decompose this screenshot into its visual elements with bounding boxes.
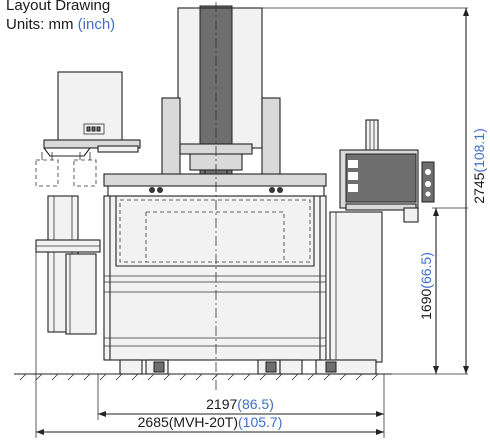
floor-hatch [35, 373, 43, 381]
floor-hatch [243, 373, 251, 381]
units-mm: Units: mm [6, 16, 78, 33]
left-side-unit [35, 71, 141, 335]
floor-hatch [147, 373, 155, 381]
floor-hatch [211, 373, 219, 381]
floor-hatch [67, 373, 75, 381]
units-label: Units: mm (inch) [6, 16, 115, 33]
floor-hatch [195, 373, 203, 381]
floor-hatch [323, 373, 331, 381]
control-cabinet [315, 119, 435, 375]
floor-hatch [355, 373, 363, 381]
drawing-title: Layout Drawing [6, 0, 111, 14]
units-inch: (inch) [77, 16, 116, 33]
floor-hatch [259, 373, 267, 381]
floor-hatch [163, 373, 171, 381]
dim-width-total-label: 2685(MVH-20T)(105.7) [138, 414, 283, 430]
column-head [161, 5, 281, 185]
floor-hatch [131, 373, 139, 381]
floor-hatch [19, 373, 27, 381]
floor-hatch [115, 373, 123, 381]
floor-hatch [83, 373, 91, 381]
dim-width-inner-label: 2197(86.5) [206, 396, 274, 412]
floor-hatch [339, 373, 347, 381]
floor-hatch [371, 373, 379, 381]
dim-height-body-label: 1690(66.5) [418, 252, 434, 320]
floor-hatch [291, 373, 299, 381]
floor-hatch [275, 373, 283, 381]
floor-hatch [51, 373, 59, 381]
floor-hatch [179, 373, 187, 381]
floor-hatch [99, 373, 107, 381]
floor-line [14, 373, 392, 381]
dim-height-total-label: 2745(108.1) [471, 128, 487, 204]
floor-hatch [227, 373, 235, 381]
floor-hatch [307, 373, 315, 381]
machine-body [103, 173, 327, 375]
dimension-lines [35, 7, 469, 438]
